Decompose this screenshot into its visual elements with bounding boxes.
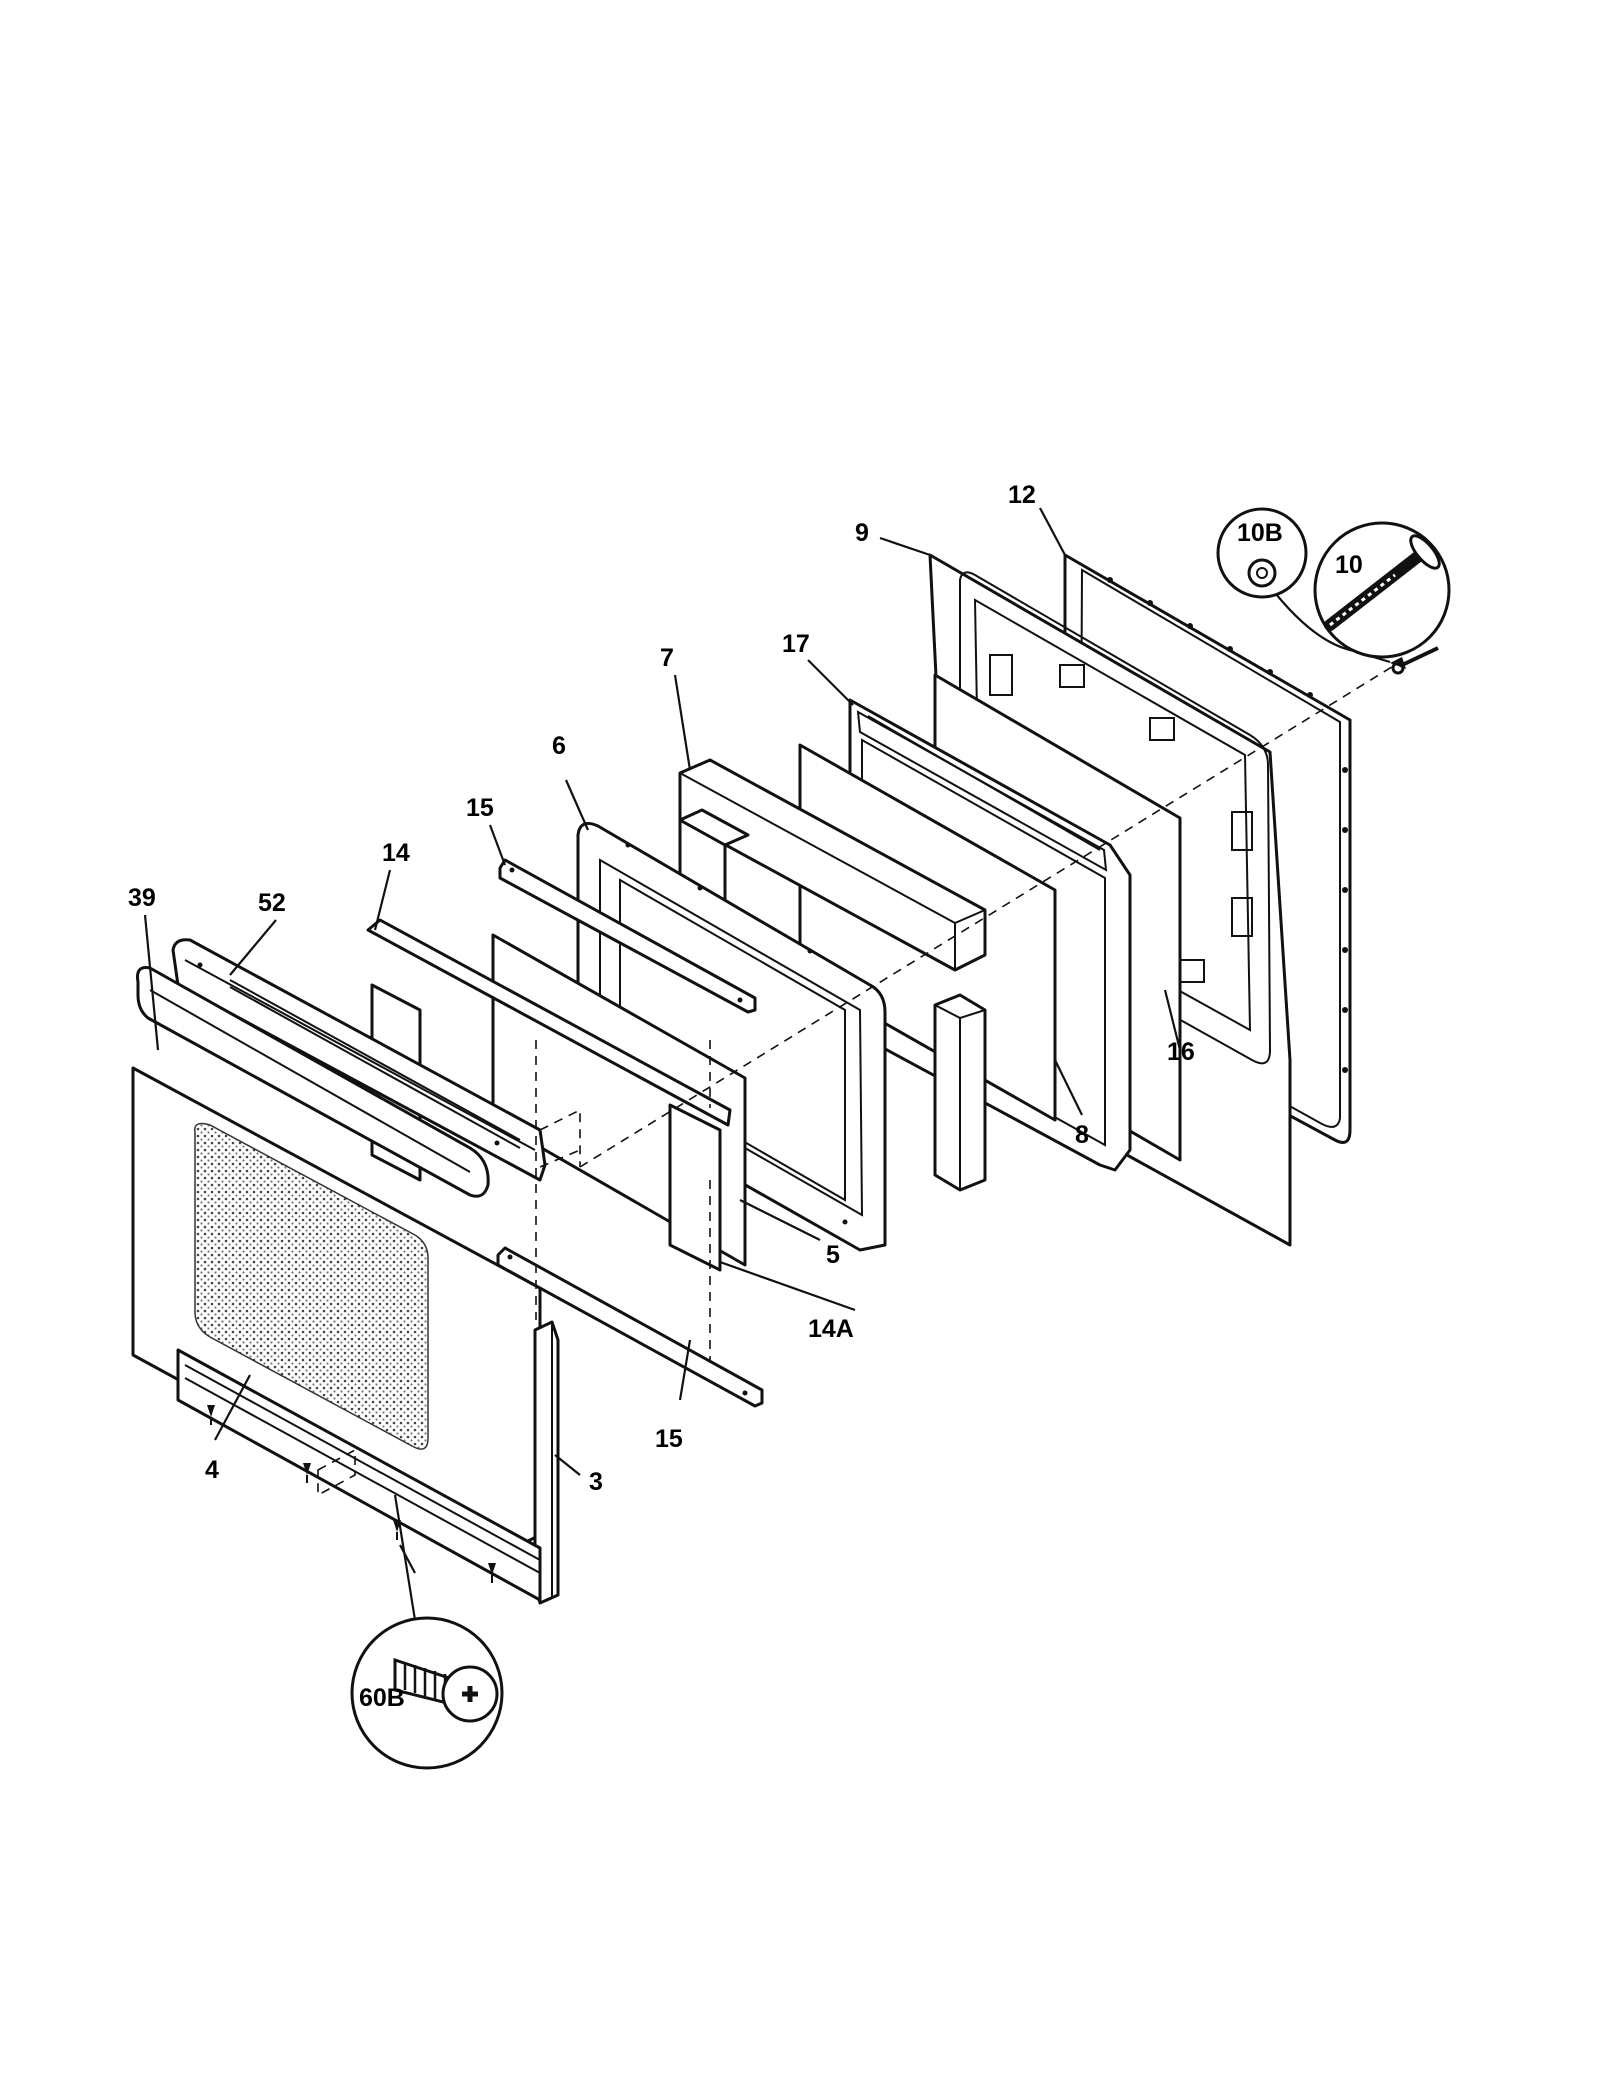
callout-9: 9: [855, 519, 869, 547]
part-15-bottom-bracket: [496, 1246, 764, 1408]
callout-15-top: 15: [466, 794, 494, 822]
callout-14A: 14A: [808, 1315, 854, 1343]
leader-lines: [143, 507, 1391, 1574]
callout-17: 17: [782, 630, 810, 658]
screw-detail-icon: [393, 1657, 499, 1723]
part-39-handle: [136, 966, 490, 1198]
callout-14: 14: [382, 839, 410, 867]
part-15-top-bracket: [498, 858, 757, 1014]
callout-3: 3: [589, 1468, 603, 1496]
callout-15-bottom: 15: [655, 1425, 683, 1453]
callout-12: 12: [1008, 481, 1036, 509]
callout-10: 10: [1335, 551, 1363, 579]
detail-bubble-10B: [1216, 507, 1308, 599]
callout-6: 6: [552, 732, 566, 760]
callout-5: 5: [826, 1241, 840, 1269]
callout-52: 52: [258, 889, 286, 917]
part-bottom-trim: [176, 1348, 542, 1602]
callout-60B: 60B: [359, 1684, 405, 1712]
callout-4: 4: [205, 1456, 219, 1484]
callout-39: 39: [128, 884, 156, 912]
screw-icon: [488, 1563, 496, 1583]
detail-bubble-60B: [350, 1616, 504, 1770]
callout-16: 16: [1167, 1038, 1195, 1066]
detail-bubble-10: [1313, 521, 1451, 659]
assembly-lines: [317, 664, 1396, 1497]
bolt-icon: [1324, 534, 1441, 631]
screw-icon: [207, 1405, 215, 1425]
callout-8: 8: [1075, 1121, 1089, 1149]
callout-10B: 10B: [1237, 519, 1283, 547]
part-52-control-strip: [171, 938, 547, 1182]
screw-icon: [303, 1463, 311, 1483]
callout-labels: 39 52 14 15 6 7 17 9 12 10B 10 16 8 5 14…: [128, 481, 1363, 1712]
leader-60B: [393, 1494, 417, 1621]
callout-7: 7: [660, 644, 674, 672]
screw-icon: [1390, 646, 1439, 675]
